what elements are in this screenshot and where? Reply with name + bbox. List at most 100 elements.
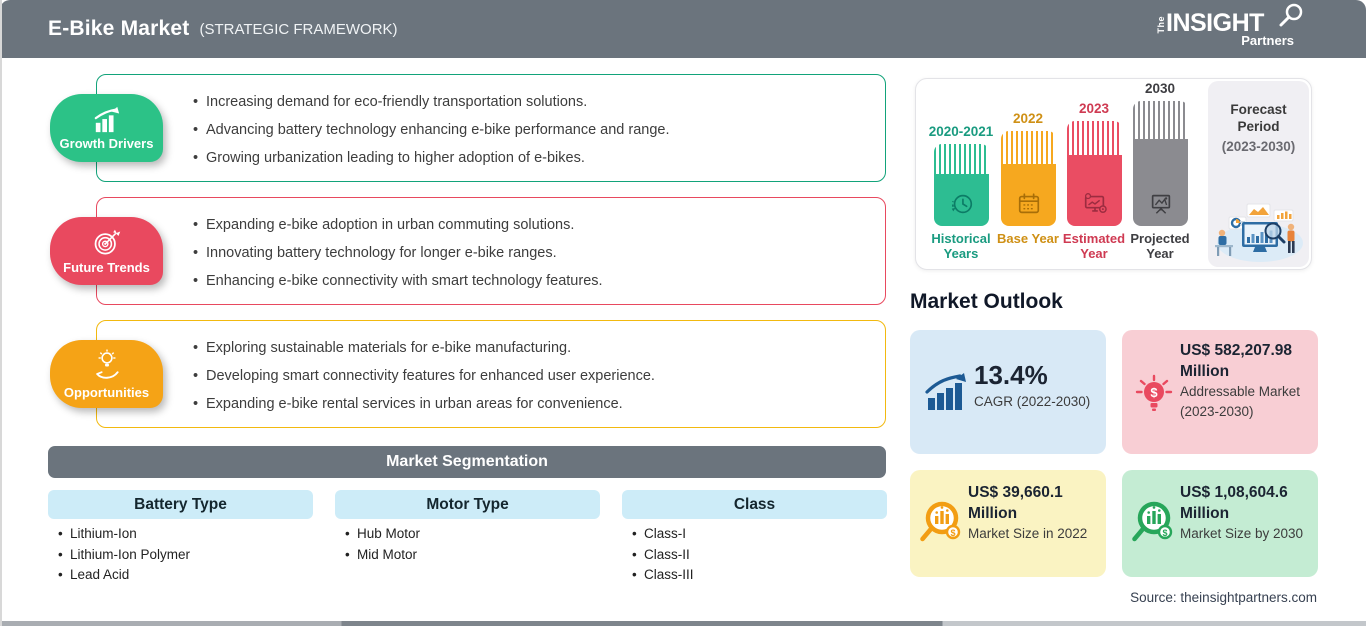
- market-value: US$ 582,207.98: [1180, 342, 1293, 359]
- badge-label: Future Trends: [63, 259, 150, 275]
- column-header-label: Class: [733, 495, 776, 513]
- logo-the: The: [1156, 16, 1166, 34]
- market-size-2022-card: $ US$ 39,660.1 Million Market Size in 20…: [910, 470, 1106, 577]
- list-item: Growing urbanization leading to higher a…: [193, 144, 867, 172]
- bar-body: [1001, 164, 1056, 226]
- addressable-market-card: $ US$ 582,207.98 Million Addressable Mar…: [1122, 330, 1318, 454]
- cagr-card: 13.4% CAGR (2022-2030): [910, 330, 1106, 454]
- timeline-bar-historical: [934, 144, 989, 226]
- market-value-unit: Million: [1180, 505, 1230, 522]
- list-item: Expanding e-bike adoption in urban commu…: [193, 211, 867, 239]
- market-desc: Market Size in 2022: [968, 526, 1088, 541]
- future-trends-box: Expanding e-bike adoption in urban commu…: [96, 197, 886, 305]
- growth-drivers-badge: Growth Drivers: [50, 94, 163, 162]
- title-text: E-Bike Market: [48, 17, 190, 40]
- bar-stripes: [1067, 121, 1122, 155]
- timeline-year: 2020-2021: [928, 124, 994, 139]
- bar-body: [934, 174, 989, 226]
- magnifier-icon: [1279, 3, 1303, 27]
- bar-stripes: [1133, 101, 1188, 139]
- opportunities-list: Exploring sustainable materials for e-bi…: [97, 321, 885, 418]
- market-desc: Addressable Market (2023-2030): [1180, 384, 1301, 419]
- motor-type-list: Hub Motor Mid Motor: [335, 524, 610, 565]
- class-list: Class-I Class-II Class-III: [622, 524, 897, 586]
- clock-history-icon: [951, 194, 972, 214]
- list-item: Lithium-Ion Polymer: [58, 545, 323, 566]
- opportunities-box: Exploring sustainable materials for e-bi…: [96, 320, 886, 428]
- badge-label: Growth Drivers: [59, 135, 154, 151]
- badge-label: Opportunities: [63, 384, 150, 400]
- list-item: Advancing battery technology enhancing e…: [193, 116, 867, 144]
- market-size-2030-card: $ US$ 1,08,604.6 Million Market Size by …: [1122, 470, 1318, 577]
- target-dart-icon: [94, 229, 120, 254]
- source-attribution: Source: theinsightpartners.com: [1130, 590, 1317, 605]
- timeline-bar-estimated: [1067, 121, 1122, 226]
- svg-text:$: $: [1150, 385, 1158, 400]
- bar-stripes: [934, 144, 989, 174]
- list-item: Mid Motor: [345, 545, 610, 566]
- future-trends-list: Expanding e-bike adoption in urban commu…: [97, 198, 885, 295]
- list-item: Lithium-Ion: [58, 524, 323, 545]
- timeline-bar-label: Historical Years: [931, 231, 991, 261]
- forecast-range: (2023-2030): [1221, 139, 1296, 154]
- column-header-label: Battery Type: [134, 495, 227, 513]
- bulb-hand-icon: [95, 349, 119, 379]
- class-header: Class: [622, 490, 887, 519]
- market-outlook-title: Market Outlook: [910, 290, 1063, 313]
- left-edge-line: [0, 0, 2, 626]
- magnifier-chart-icon: $: [920, 501, 961, 542]
- growth-drivers-box: Increasing demand for eco-friendly trans…: [96, 74, 886, 182]
- magnifier-chart-icon: $: [1132, 501, 1173, 542]
- list-item: Hub Motor: [345, 524, 610, 545]
- timeline-bar-label: Base Year: [997, 231, 1059, 246]
- list-item: Developing smart connectivity features f…: [193, 362, 867, 390]
- logo-insight: INSIGHT: [1166, 9, 1264, 37]
- list-item: Lead Acid: [58, 565, 323, 586]
- battery-type-list: Lithium-Ion Lithium-Ion Polymer Lead Aci…: [48, 524, 323, 586]
- timeline-year: 2030: [1144, 81, 1176, 96]
- logo-partners: Partners: [1241, 33, 1294, 48]
- forecast-label: Forecast: [1230, 102, 1287, 117]
- timeline-bar-label: Estimated Year: [1062, 231, 1126, 261]
- market-segmentation-header: Market Segmentation: [48, 446, 886, 478]
- bar-body: [1067, 155, 1122, 226]
- svg-text:$: $: [950, 528, 955, 538]
- bulb-dollar-icon: $: [1135, 374, 1173, 411]
- market-value-unit: Million: [968, 505, 1018, 522]
- timeline-bar-projected: [1133, 101, 1188, 226]
- cagr-value: 13.4%: [974, 360, 1048, 390]
- market-value-unit: Million: [1180, 363, 1230, 380]
- column-header-label: Motor Type: [426, 495, 509, 513]
- analytics-illustration: [1215, 203, 1303, 262]
- market-value: US$ 1,08,604.6: [1180, 484, 1288, 501]
- list-item: Increasing demand for eco-friendly trans…: [193, 88, 867, 116]
- bar-body: [1133, 139, 1188, 226]
- motor-type-header: Motor Type: [335, 490, 600, 519]
- segmentation-title: Market Segmentation: [386, 453, 548, 470]
- market-desc: Market Size by 2030: [1180, 526, 1304, 541]
- timeline-panel: 2020-2021 Historical Years 2022: [915, 78, 1312, 270]
- list-item: Exploring sustainable materials for e-bi…: [193, 334, 867, 362]
- list-item: Class-III: [632, 565, 897, 586]
- list-item: Class-I: [632, 524, 897, 545]
- timeline-year: 2023: [1078, 101, 1110, 116]
- timeline-year: 2022: [1012, 111, 1044, 126]
- market-value: US$ 39,660.1: [968, 484, 1063, 501]
- list-item: Enhancing e-bike connectivity with smart…: [193, 267, 867, 295]
- growth-drivers-list: Increasing demand for eco-friendly trans…: [97, 75, 885, 172]
- timeline-bar-base: [1001, 131, 1056, 226]
- header-bar: E-Bike Market (STRATEGIC FRAMEWORK) The …: [0, 0, 1366, 58]
- battery-type-header: Battery Type: [48, 490, 313, 519]
- opportunities-badge: Opportunities: [50, 340, 163, 408]
- page-title: E-Bike Market (STRATEGIC FRAMEWORK): [48, 0, 398, 58]
- insight-partners-logo: The INSIGHT Partners: [1156, 3, 1308, 51]
- forecast-period-panel: Forecast Period (2023-2030): [1208, 81, 1309, 267]
- forecast-label: Period: [1237, 119, 1280, 134]
- calendar-icon: [1018, 193, 1039, 214]
- cagr-desc: CAGR (2022-2030): [974, 394, 1091, 409]
- list-item: Innovating battery technology for longer…: [193, 239, 867, 267]
- bottom-divider: [0, 621, 1366, 626]
- list-item: Class-II: [632, 545, 897, 566]
- timeline-bar-label: Projected Year: [1130, 231, 1190, 261]
